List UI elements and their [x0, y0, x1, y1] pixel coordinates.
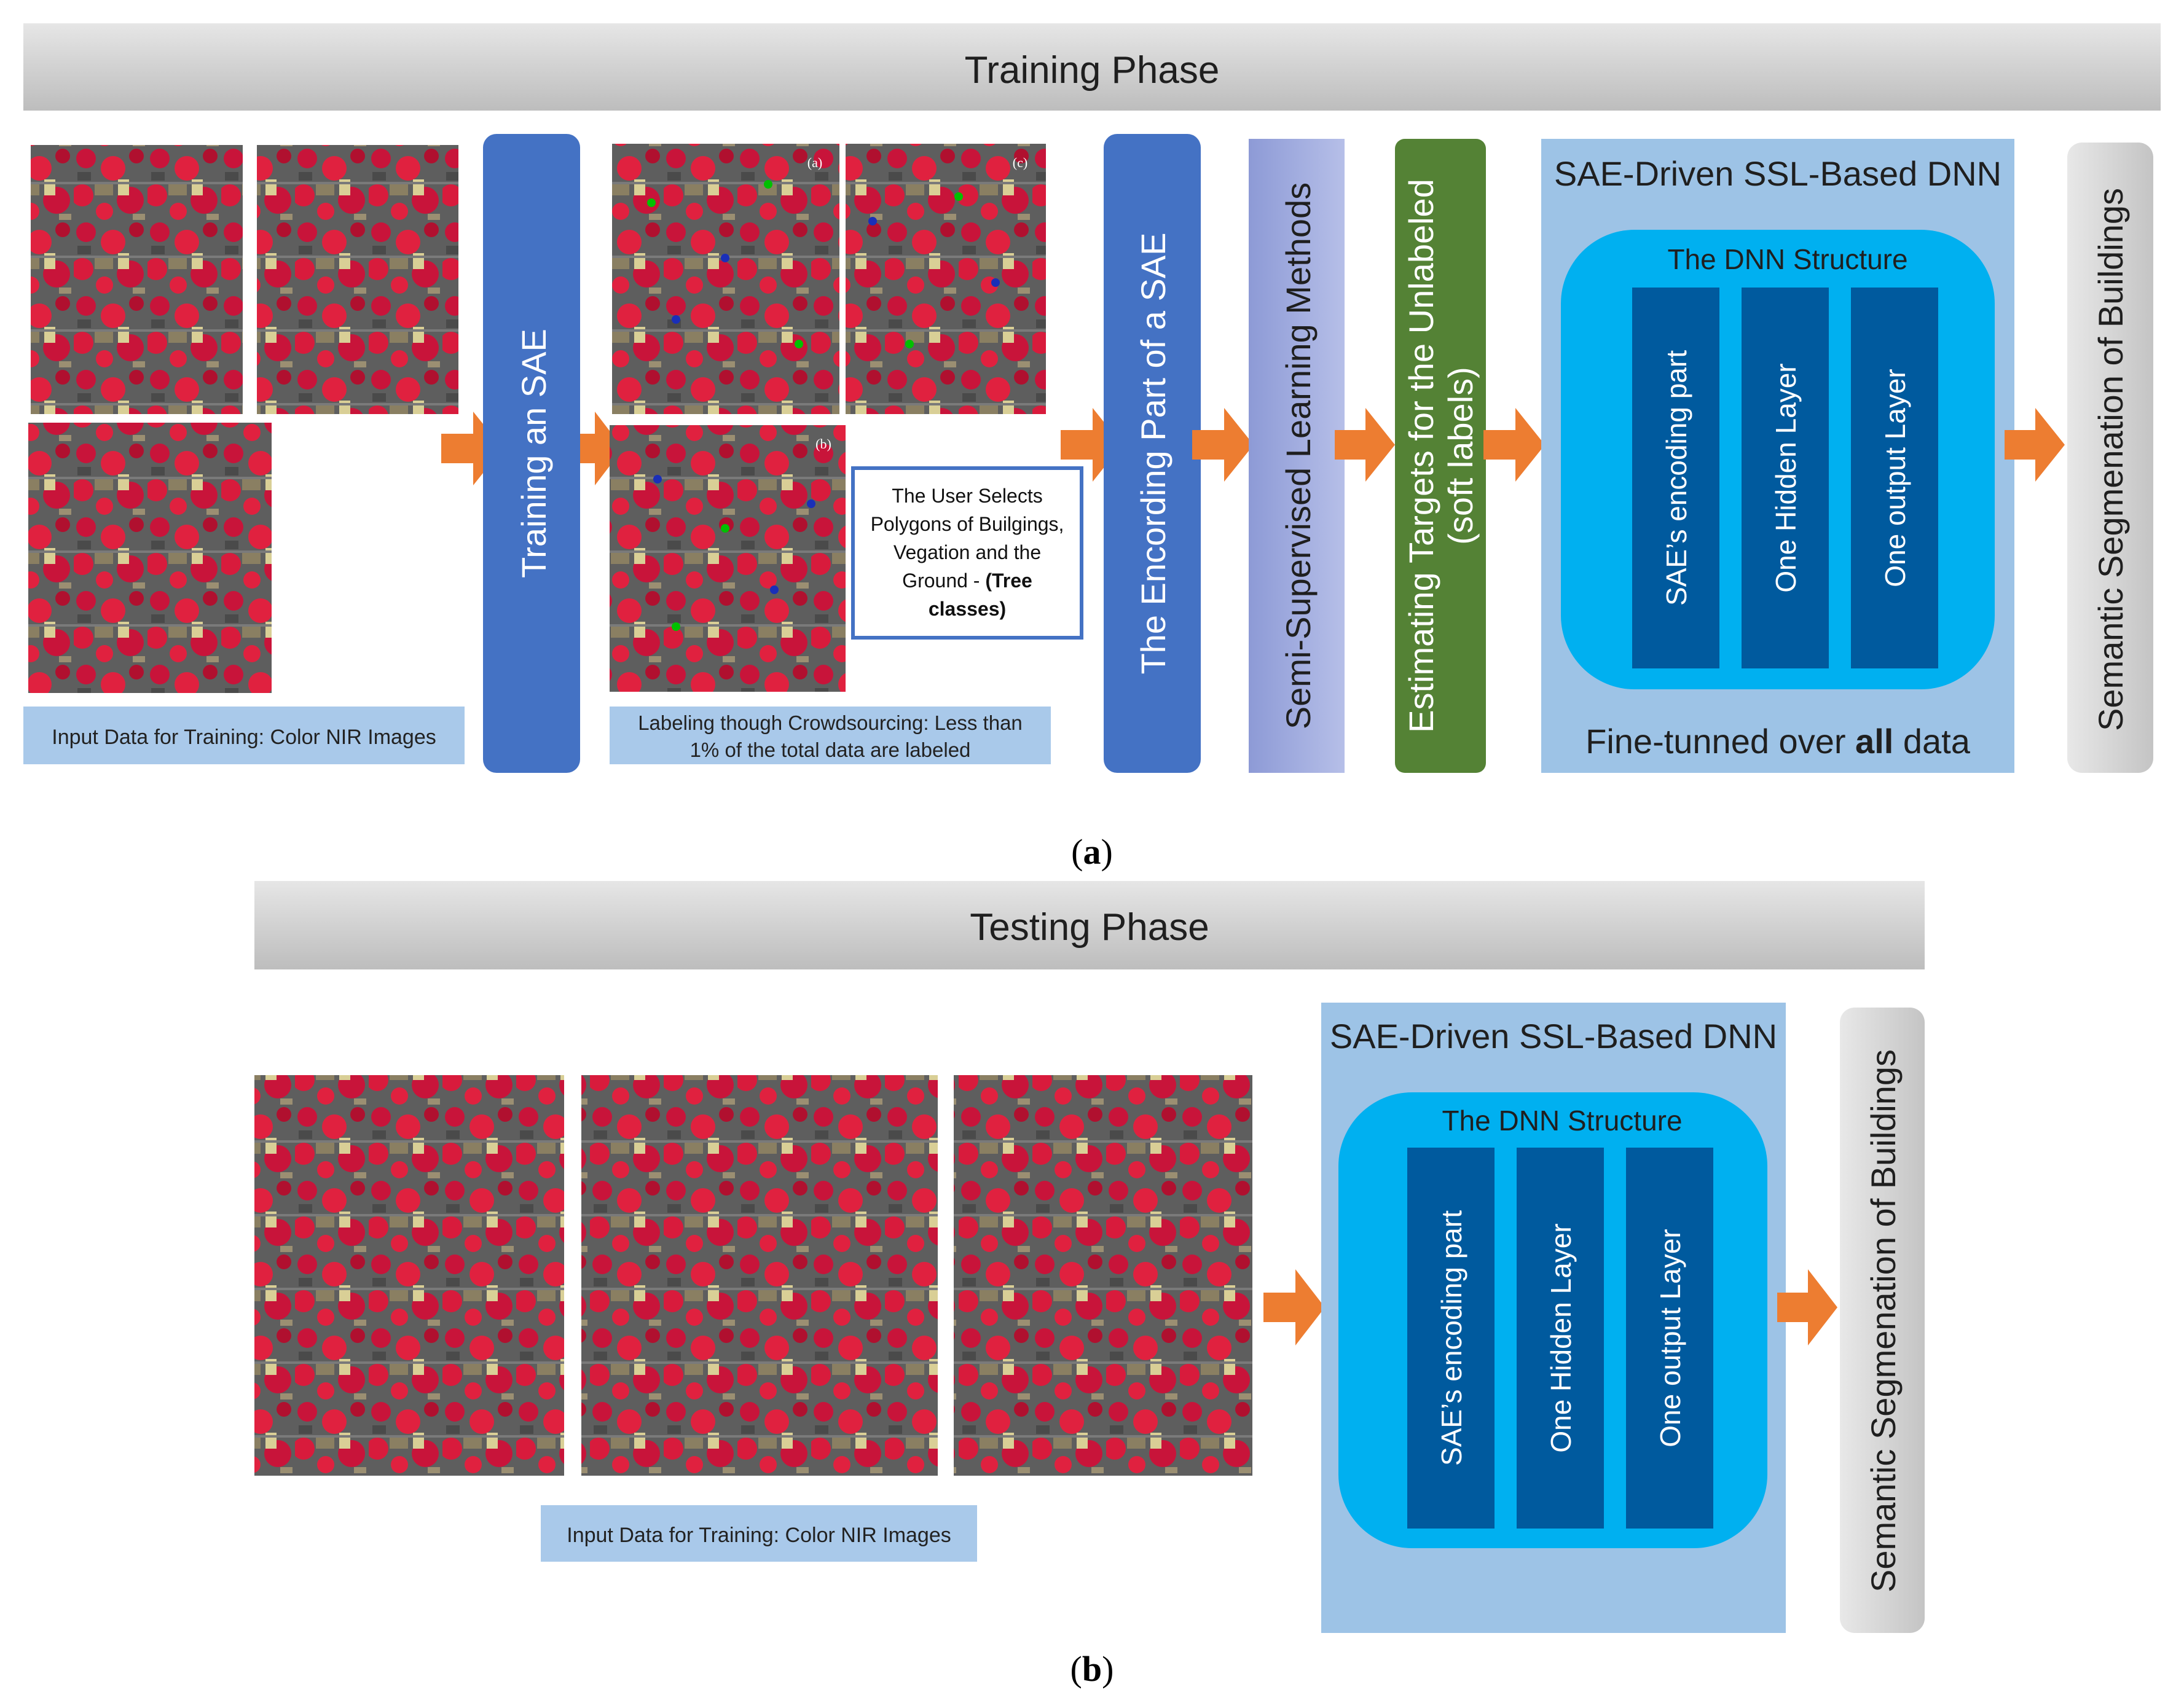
- user-callout: The User Selects Polygons of Builgings, …: [851, 466, 1083, 640]
- svg-text:(soft labels): (soft labels): [1441, 367, 1480, 544]
- layer-hidden-a: One Hidden Layer: [1770, 363, 1802, 592]
- svg-text:The Encording Part of a SAE: The Encording Part of a SAE: [1134, 232, 1173, 674]
- testing-phase-header: Testing Phase: [254, 881, 1925, 969]
- svg-text:Semi-Supervised Learning Metho: Semi-Supervised Learning Methods: [1279, 182, 1318, 729]
- finetune-caption: Fine-tunned over all data: [1585, 722, 1971, 761]
- output-label-a: Semantic Segmenation of Buildings: [2091, 188, 2130, 731]
- svg-text:The User Selects: The User Selects: [892, 485, 1042, 507]
- layer-hidden-b: One Hidden Layer: [1545, 1223, 1577, 1452]
- arrow-right-icon: [2005, 408, 2065, 482]
- test-image-2: [581, 1075, 938, 1476]
- layer-output-b: One output Layer: [1654, 1229, 1686, 1447]
- svg-text:Ground - (Tree: Ground - (Tree: [902, 570, 1032, 592]
- svg-text:Input Data for Training: Color: Input Data for Training: Color NIR Image…: [52, 726, 436, 749]
- input-caption-a: Input Data for Training: Color NIR Image…: [23, 707, 465, 764]
- arrow-right-icon: [1777, 1269, 1837, 1345]
- labeled-image-a: [612, 144, 839, 414]
- layer-encoding-a: SAE’s encoding part: [1660, 350, 1692, 606]
- dnn-panel-b: SAE-Driven SSL-Based DNN The DNN Structu…: [1321, 1003, 1786, 1633]
- dnn-panel-a: SAE-Driven SSL-Based DNN The DNN Structu…: [1541, 139, 2014, 773]
- arrow-right-icon: [1263, 1269, 1325, 1345]
- dnn-structure-b: The DNN Structure: [1442, 1105, 1682, 1137]
- test-image-3: [954, 1075, 1252, 1476]
- arrow-right-icon: [1192, 408, 1254, 482]
- image-tag-a: (a): [807, 155, 822, 170]
- training-sae-box: Training an SAE: [483, 134, 580, 773]
- image-tag-b: (b): [815, 436, 831, 452]
- testing-phase-title: Testing Phase: [970, 906, 1209, 949]
- output-box-a: Semantic Segmenation of Buildings: [2067, 143, 2153, 773]
- svg-text:classes): classes): [929, 598, 1006, 620]
- output-label-b: Semantic Segmenation of Buildings: [1864, 1049, 1903, 1592]
- training-phase-title: Training Phase: [965, 49, 1220, 92]
- label-markers: [647, 180, 1000, 631]
- labeled-image-c: [846, 144, 1046, 414]
- image-tag-c: (c): [1013, 155, 1027, 170]
- svg-text:Estimating Targets for the Unl: Estimating Targets for the Unlabeled: [1402, 179, 1440, 733]
- dnn-title-a: SAE-Driven SSL-Based DNN: [1554, 154, 2001, 193]
- encoding-part-box: The Encording Part of a SAE: [1104, 134, 1201, 773]
- aerial-image-3: [28, 423, 272, 693]
- svg-text:Polygons of Builgings,: Polygons of Builgings,: [871, 513, 1064, 535]
- svg-text:Training an SAE: Training an SAE: [514, 329, 553, 578]
- layer-encoding-b: SAE’s encoding part: [1436, 1210, 1467, 1466]
- arrow-right-icon: [1483, 408, 1545, 482]
- labeled-image-b: [610, 425, 846, 692]
- panel-label-a: (a): [1071, 832, 1113, 872]
- aerial-image-1: [31, 145, 243, 414]
- ssl-methods-box: Semi-Supervised Learning Methods: [1249, 139, 1345, 773]
- arrow-right-icon: [1335, 408, 1395, 482]
- dnn-title-b: SAE-Driven SSL-Based DNN: [1330, 1017, 1777, 1055]
- panel-label-b: (b): [1070, 1649, 1114, 1689]
- dnn-structure-a: The DNN Structure: [1667, 243, 1907, 275]
- output-box-b: Semantic Segmenation of Buildings: [1840, 1008, 1925, 1633]
- labeling-caption: Labeling though Crowdsourcing: Less than…: [610, 707, 1051, 764]
- test-image-1: [254, 1075, 564, 1476]
- arrow-right-icon: [565, 412, 623, 485]
- estimating-targets-box: Estimating Targets for the Unlabeled (so…: [1395, 139, 1486, 773]
- aerial-image-2: [257, 145, 458, 414]
- layer-output-a: One output Layer: [1879, 369, 1911, 587]
- svg-text:Vegation and the: Vegation and the: [894, 541, 1041, 563]
- training-phase-header: Training Phase: [23, 23, 2161, 111]
- svg-text:1% of the total data are label: 1% of the total data are labeled: [690, 738, 971, 761]
- svg-text:Input Data for Training: Color: Input Data for Training: Color NIR Image…: [567, 1524, 951, 1547]
- input-caption-b: Input Data for Training: Color NIR Image…: [541, 1505, 977, 1562]
- svg-text:Labeling though Crowdsourcing:: Labeling though Crowdsourcing: Less than: [638, 711, 1023, 734]
